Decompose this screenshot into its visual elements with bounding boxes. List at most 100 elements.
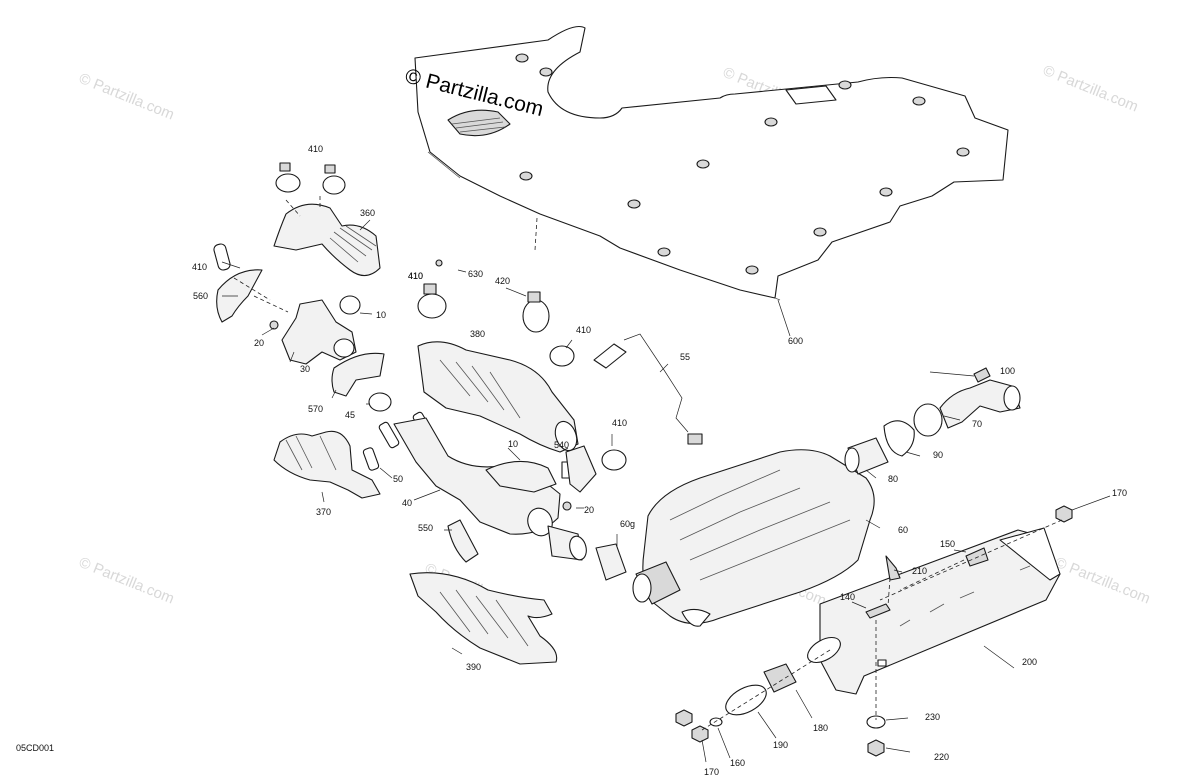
clamp-410 [417,293,447,319]
clamp-410 [322,175,346,195]
callout-label: 410 [192,262,207,272]
callout-label: 540 [554,440,569,450]
heat-shield-560 [216,269,263,323]
bracket-200 [675,505,1073,757]
nut-20 [562,501,572,511]
callout-label: 380 [470,329,485,339]
gasket-90 [883,420,915,457]
callout-label: 410 [408,271,423,281]
shield-550 [447,519,479,563]
shield-540 [565,445,597,493]
bolt-100 [973,367,991,383]
bolt-630 [435,259,443,267]
callout-label: 60 [898,525,908,535]
callout-label: 30 [300,364,310,374]
callout-label: 45 [345,410,355,420]
callout-label: 100 [1000,366,1015,376]
heat-shield-370 [273,430,381,499]
callout-label: 180 [813,723,828,733]
callout-label: 570 [308,404,323,414]
skid-plate-tab [785,85,837,105]
callout-label: 630 [468,269,483,279]
callout-label: 40 [402,498,412,508]
callout-label: 140 [840,592,855,602]
callout-label: 170 [704,767,719,777]
callout-label: 160 [730,758,745,768]
callout-labels: 410 410 360 410 560 10 20 30 570 45 370 … [192,144,1127,777]
callout-label: 550 [418,523,433,533]
clamp-410 [601,449,627,471]
callout-label: 410 [612,418,627,428]
sensor-wire [623,333,689,433]
callout-label: 20 [584,505,594,515]
right-pipe-parts [844,367,1021,475]
watermark-text: © Partzilla.com [1053,554,1153,608]
oxygen-sensor-55 [593,343,627,369]
nut-20 [269,320,279,330]
bolt-140 [865,603,891,619]
leader-lines [221,219,1111,763]
callout-label: 560 [193,291,208,301]
flange-70 [913,403,943,437]
callout-label: 150 [940,539,955,549]
pipe-70 [939,379,1021,429]
callout-label: 360 [360,208,375,218]
callout-label: 10 [508,439,518,449]
heat-shield-380 [417,341,579,453]
gasket-45 [368,392,392,412]
callout-label: 20 [254,338,264,348]
callout-label: 190 [773,740,788,750]
callout-label: 390 [466,662,481,672]
callout-label: 230 [925,712,940,722]
sensor-sleeve-410 [213,243,231,271]
nut-170 [1055,505,1073,523]
watermark-text: © Partzilla.com [77,554,177,608]
watermark-text: © Partzilla.com [1041,62,1141,116]
muffler-60 [632,449,875,627]
clamp-screw [279,162,291,172]
callout-label: 210 [912,566,927,576]
callout-label: 410 [408,271,423,281]
clamp-60g [595,543,627,581]
grommet-190 [807,636,841,664]
lower-left-parts [273,411,597,665]
callout-label: 90 [933,450,943,460]
callout-label: 370 [316,507,331,517]
upper-left-parts [213,162,392,412]
callout-label: 410 [576,325,591,335]
callout-label: 55 [680,352,690,362]
nut [691,725,709,743]
header-shield [485,460,557,493]
callout-label: 410 [308,144,323,154]
clamp-410 [275,173,301,193]
clamp-screw [527,291,541,303]
spring-50 [362,447,380,471]
skid-plate-vent [447,109,511,137]
sensor-connector [687,433,703,445]
clamp-410 [549,345,575,367]
callout-label: 80 [888,474,898,484]
exhaust-pipe-40 [393,417,561,535]
grommet [725,684,767,716]
center-parts [417,259,703,581]
washer-230 [866,715,886,729]
clamp-screw [423,283,437,295]
bolt-210 [885,555,901,581]
clamp-screw [324,164,336,174]
callout-label: 70 [972,419,982,429]
callout-label: 200 [1022,657,1037,667]
clamp-420 [522,299,550,333]
diagram-code: 05CD001 [16,743,54,753]
callout-label: 170 [1112,488,1127,498]
callout-label: 600 [788,336,803,346]
callout-label: 420 [495,276,510,286]
callout-label: 10 [376,310,386,320]
heat-shield-390 [409,572,558,665]
heat-shield-570 [331,352,385,397]
callout-label: 220 [934,752,949,762]
washer-160 [709,717,723,727]
isolator-180 [763,663,797,693]
gasket-10 [339,295,361,315]
callout-label: 60g [620,519,635,529]
